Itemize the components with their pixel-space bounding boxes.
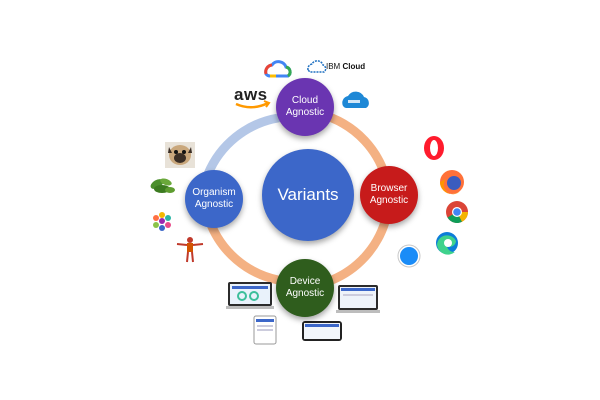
aws-logo-text: aws — [234, 85, 268, 104]
node-device-label: Device Agnostic — [285, 276, 325, 299]
node-organism-label: Organism Agnostic — [192, 187, 236, 210]
ring-arc-browser-device — [327, 217, 390, 285]
azure-icon — [342, 91, 369, 108]
safari-icon — [397, 244, 421, 268]
dog-icon — [165, 142, 195, 168]
phone-icon — [302, 321, 342, 341]
center-label: Variants — [277, 184, 339, 204]
plant-icon — [150, 178, 175, 193]
ibm-cloud-logo-text: IBM Cloud — [326, 62, 366, 71]
human-anatomy-icon — [176, 237, 204, 263]
node-browser-label: Browser Agnostic — [369, 183, 409, 206]
tablet-icon — [253, 315, 277, 345]
node-browser-agnostic: Browser Agnostic — [360, 166, 418, 224]
ring-arc-organism-cloud — [203, 113, 283, 179]
ring-arc-device-organism — [205, 217, 283, 285]
chrome-icon — [446, 201, 468, 223]
firefox-icon — [439, 170, 464, 195]
monitor-icon — [336, 285, 380, 313]
center-node-variants: Variants — [262, 149, 354, 241]
node-cloud-agnostic: Cloud Agnostic — [276, 78, 334, 136]
node-cloud-label: Cloud Agnostic — [285, 95, 325, 118]
node-organism-agnostic: Organism Agnostic — [185, 170, 243, 228]
node-device-agnostic: Device Agnostic — [276, 259, 334, 317]
opera-icon — [424, 136, 444, 160]
aws-smile-icon — [235, 101, 269, 109]
google-cloud-icon — [264, 60, 292, 78]
ibm-cloud-icon — [307, 60, 327, 73]
laptop-icon — [226, 282, 274, 309]
cells-icon — [153, 212, 171, 231]
edge-icon — [436, 232, 458, 255]
